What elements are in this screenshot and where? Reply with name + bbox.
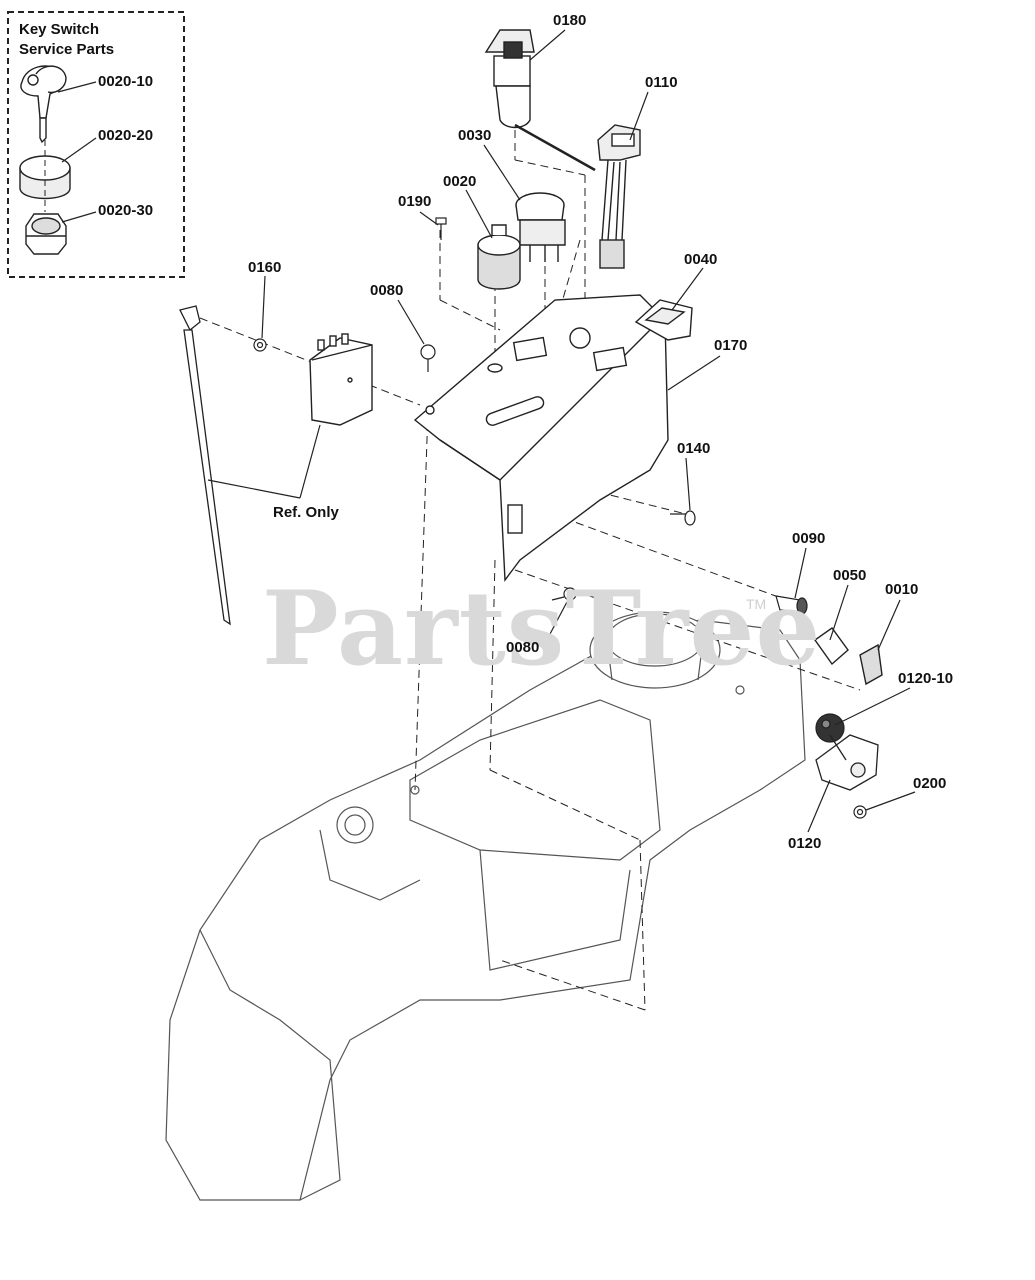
- bolt-0140: [670, 510, 696, 526]
- nut-0160: [253, 338, 267, 352]
- watermark: PartsTree: [262, 569, 822, 689]
- label-0120: 0120: [788, 835, 822, 852]
- key-part: [20, 65, 67, 144]
- gasket-0050: [814, 627, 849, 666]
- service-box-title-line1: Key Switch: [19, 21, 100, 38]
- label-0020-10: 0020-10: [98, 73, 154, 90]
- light-0090: [775, 595, 808, 615]
- label-0080-bottom: 0080: [506, 639, 540, 656]
- switch-0020: [477, 224, 521, 290]
- switch-0110: [597, 124, 641, 269]
- label-0020-20: 0020-20: [98, 127, 154, 144]
- watermark-trademark: TM: [746, 596, 767, 612]
- label-0090: 0090: [792, 530, 826, 547]
- screw-0080-bottom: [551, 587, 577, 601]
- label-0120-10: 0120-10: [898, 670, 954, 687]
- console-housing: [165, 611, 806, 1201]
- label-0020-30: 0020-30: [98, 202, 154, 219]
- label-0030: 0030: [458, 127, 492, 144]
- service-box-title: Key Switch Service Parts: [19, 20, 114, 60]
- label-0110: 0110: [645, 74, 678, 91]
- switch-0180: [484, 29, 596, 172]
- cable-tie: [179, 305, 231, 626]
- module-box: [309, 333, 373, 426]
- label-0190: 0190: [398, 193, 432, 210]
- label-0170: 0170: [714, 337, 748, 354]
- switch-0030: [515, 192, 566, 262]
- leader-lines: [207, 29, 916, 833]
- label-0040: 0040: [684, 251, 718, 268]
- label-0200: 0200: [913, 775, 947, 792]
- screw-0080-top: [420, 344, 436, 372]
- label-0050: 0050: [833, 567, 867, 584]
- service-box-title-line2: Service Parts: [19, 41, 115, 58]
- knob-0120-10: [815, 713, 845, 743]
- plate-0010: [859, 643, 883, 686]
- lever-0120: [815, 734, 879, 791]
- screw-0190: [435, 217, 447, 240]
- label-ref-only: Ref. Only: [273, 504, 339, 521]
- label-0160: 0160: [248, 259, 282, 276]
- label-0010: 0010: [885, 581, 919, 598]
- inset-leaders: [57, 81, 97, 223]
- nut-0200: [853, 805, 867, 819]
- label-0080-top: 0080: [370, 282, 404, 299]
- key-nut-part: [25, 213, 67, 255]
- mounting-bracket: [413, 294, 669, 582]
- cover-0040: [634, 299, 693, 341]
- label-0020: 0020: [443, 173, 477, 190]
- label-0140: 0140: [677, 440, 711, 457]
- label-0180: 0180: [553, 12, 587, 29]
